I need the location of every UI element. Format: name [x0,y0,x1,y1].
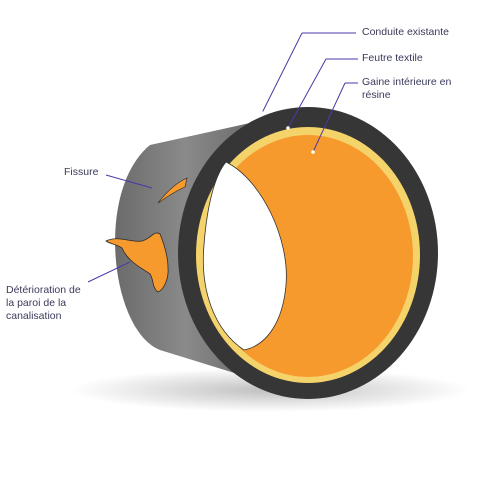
label-deterioration: Détérioration de la paroi de la canalisa… [6,284,81,323]
leader-existing-pipe [261,32,303,114]
label-deterioration-line1: Détérioration de [6,284,81,296]
label-existing-pipe: Conduite existante [362,26,449,38]
leader-deterioration [87,261,131,283]
leader-felt [287,58,327,129]
label-crack: Fissure [64,166,99,178]
label-resin-liner-line1: Gaine intérieure en [362,76,452,88]
leader-crack [105,174,153,189]
deterioration-mark [105,232,169,293]
label-resin-liner-line2: résine [362,89,391,101]
dot-existing-pipe [260,111,264,115]
label-deterioration-line2: la paroi de la [6,297,67,309]
label-deterioration-line3: canalisation [6,310,62,322]
label-resin-liner: Gaine intérieure en résine [362,76,451,102]
leader-resin [312,82,346,153]
dot-resin [311,150,315,154]
dot-felt [286,126,290,130]
pipe-interior [202,161,287,351]
label-textile-felt: Feutre textile [362,52,423,64]
crack-mark [157,177,188,204]
